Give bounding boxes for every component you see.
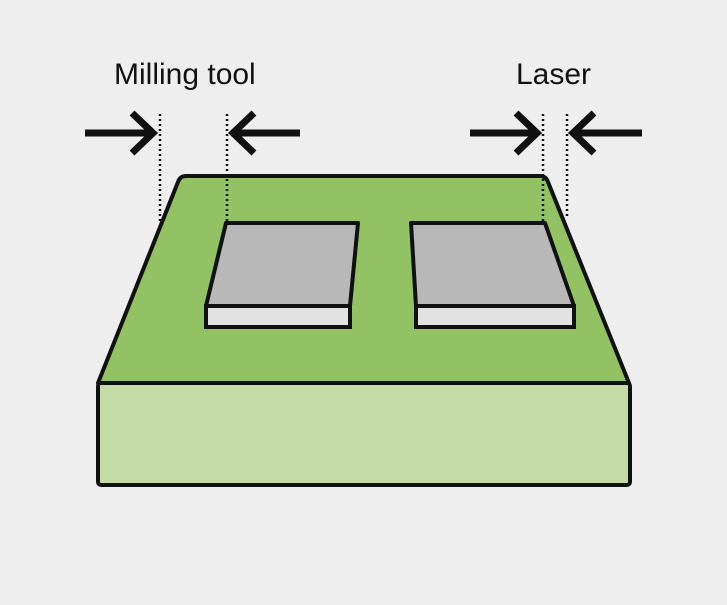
arrow-left-icon bbox=[227, 110, 300, 156]
arrow-right-icon bbox=[470, 110, 543, 156]
right-pad-top bbox=[409, 221, 576, 308]
left-pad-top bbox=[204, 221, 360, 308]
left-pad-side bbox=[204, 304, 352, 329]
arrow-left-icon bbox=[567, 110, 642, 156]
arrows bbox=[85, 110, 642, 156]
arrow-right-icon bbox=[85, 110, 159, 156]
right-pad-side bbox=[414, 304, 576, 329]
guide-lines bbox=[158, 114, 569, 222]
milling-tool-label: Milling tool bbox=[114, 58, 256, 91]
board-front-face bbox=[96, 381, 632, 487]
laser-label: Laser bbox=[516, 58, 592, 91]
